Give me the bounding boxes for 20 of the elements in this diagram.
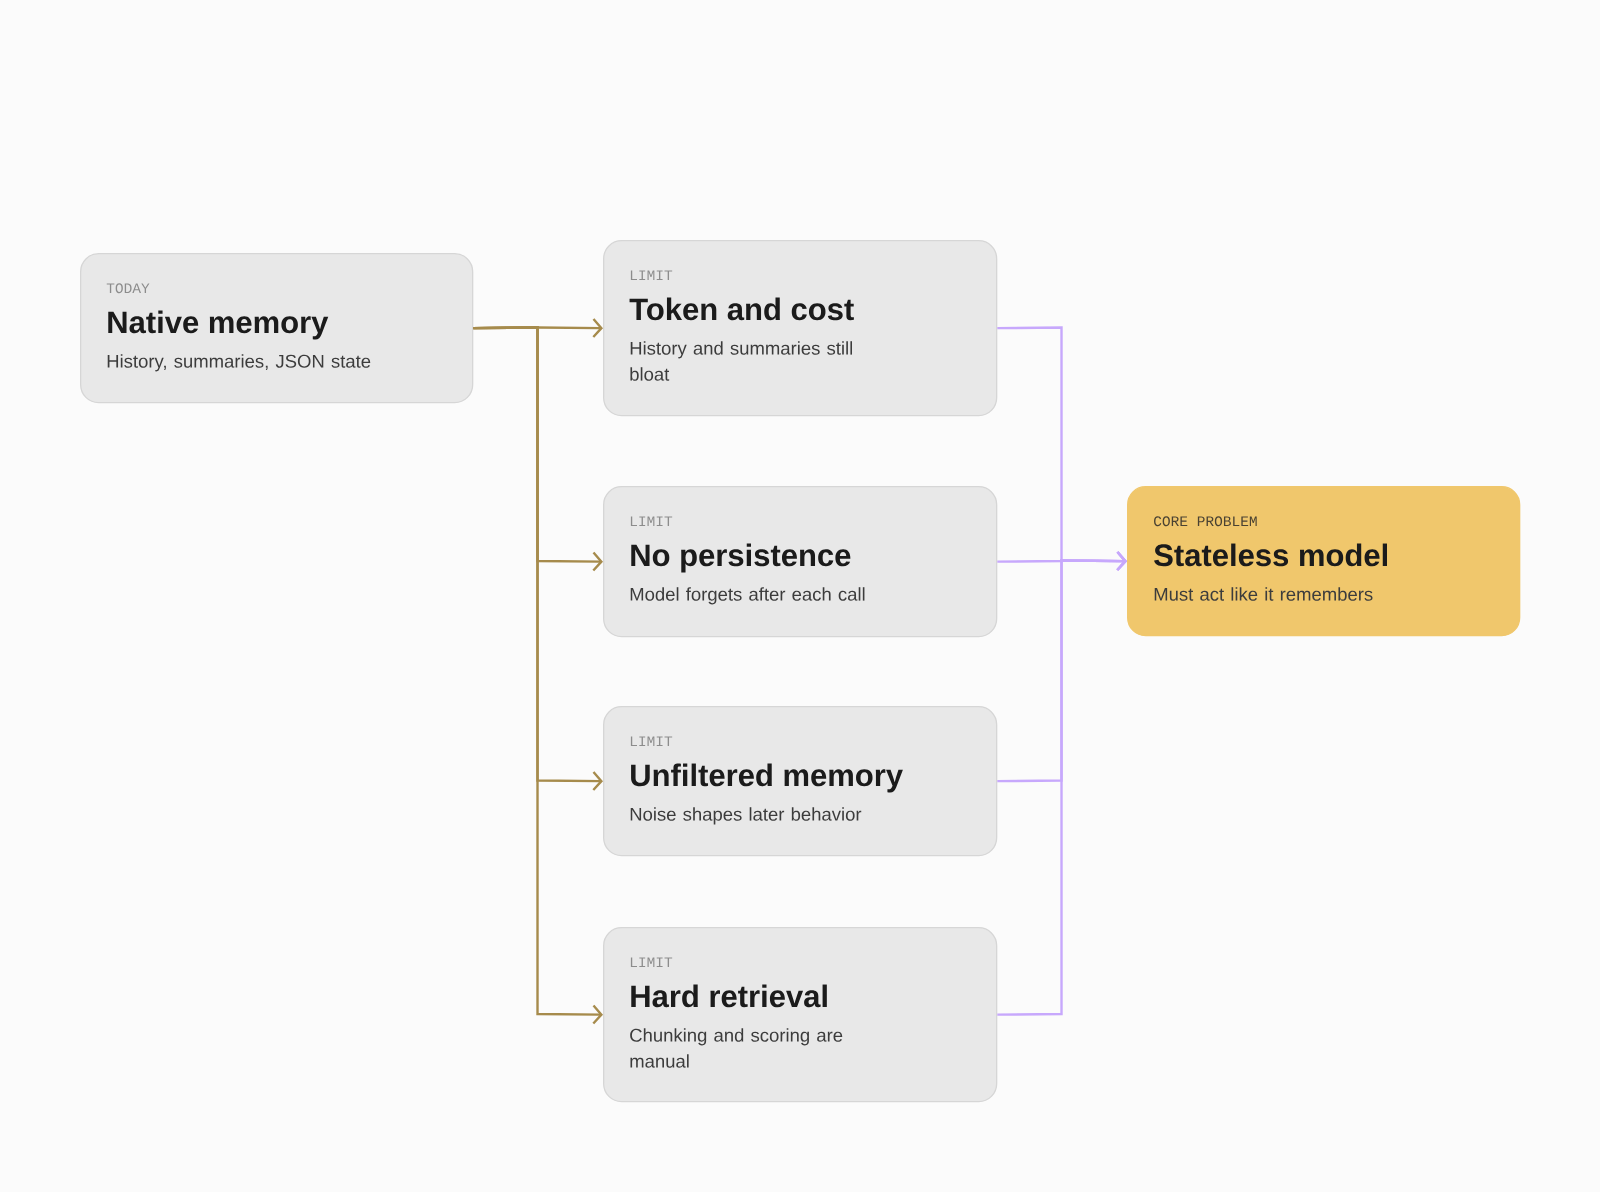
box-description: Must act like it remembers [1154, 587, 1373, 601]
category-label: LIMIT [630, 270, 673, 280]
box-title: No persistence [631, 543, 851, 573]
category-label: TODAY [106, 283, 150, 294]
box-description: History and summaries still bloat [630, 341, 853, 381]
arrow [473, 326, 603, 1025]
box-description: Model forgets after each call [630, 587, 865, 605]
box-title: Token and cost [629, 297, 854, 321]
category-label: LIMIT [630, 516, 673, 526]
category-label: CORE PROBLEM [1154, 516, 1257, 527]
category-label: LIMIT [630, 957, 673, 967]
box-title: Stateless model [1154, 543, 1387, 567]
box-description: History, summaries, JSON state [107, 354, 371, 372]
box-title: Unfiltered memory [631, 763, 903, 793]
category-label: LIMIT [630, 736, 673, 746]
box-description: Chunking and scoring are manual [630, 1028, 843, 1068]
box-description: Noise shapes later behavior [630, 807, 862, 825]
box-title: Hard retrieval [631, 984, 827, 1008]
arrow [997, 551, 1127, 1016]
box-title: Native memory [108, 310, 329, 340]
